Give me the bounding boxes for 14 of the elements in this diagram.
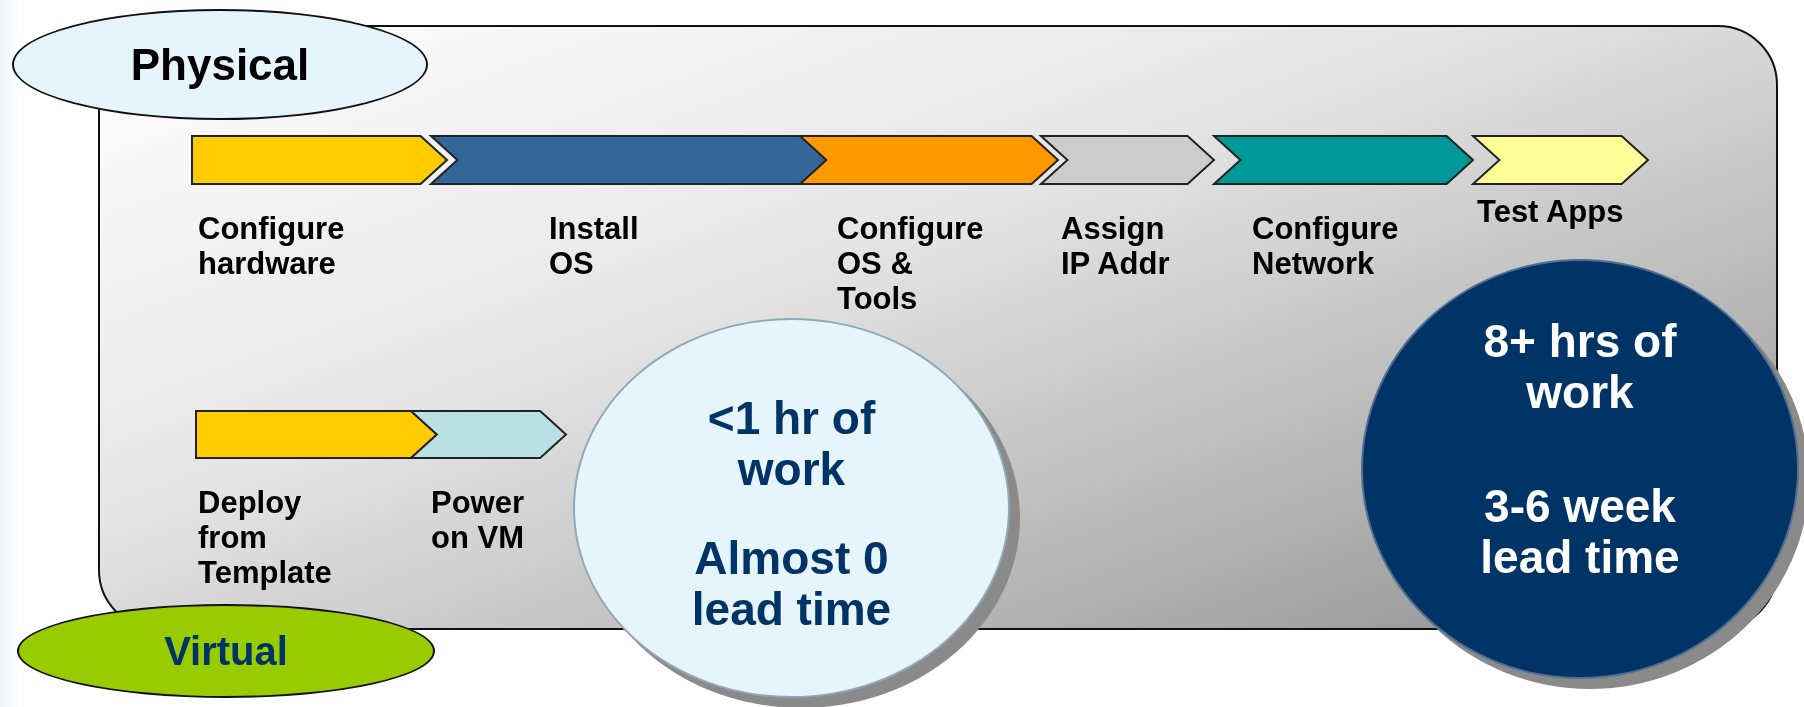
step-label: Assign IP Addr [1061,211,1171,282]
summary-text: 3-6 week lead time [1479,481,1681,583]
summary-text: 8+ hrs of work [1482,316,1678,418]
summary-text: <1 hr of work [706,393,877,495]
step-label: Configure hardware [198,211,346,282]
step-label: Power on VM [431,485,526,556]
step-label: Test Apps [1477,194,1625,229]
tag-label: Physical [130,39,310,90]
step-label: Deploy from Template [198,485,333,591]
step-label: Install OS [549,211,640,282]
tag-label: Virtual [164,628,288,674]
summary-text: Almost 0 lead time [690,533,893,635]
step-label: Configure OS & Tools [837,211,985,317]
step-label: Configure Network [1252,211,1400,282]
